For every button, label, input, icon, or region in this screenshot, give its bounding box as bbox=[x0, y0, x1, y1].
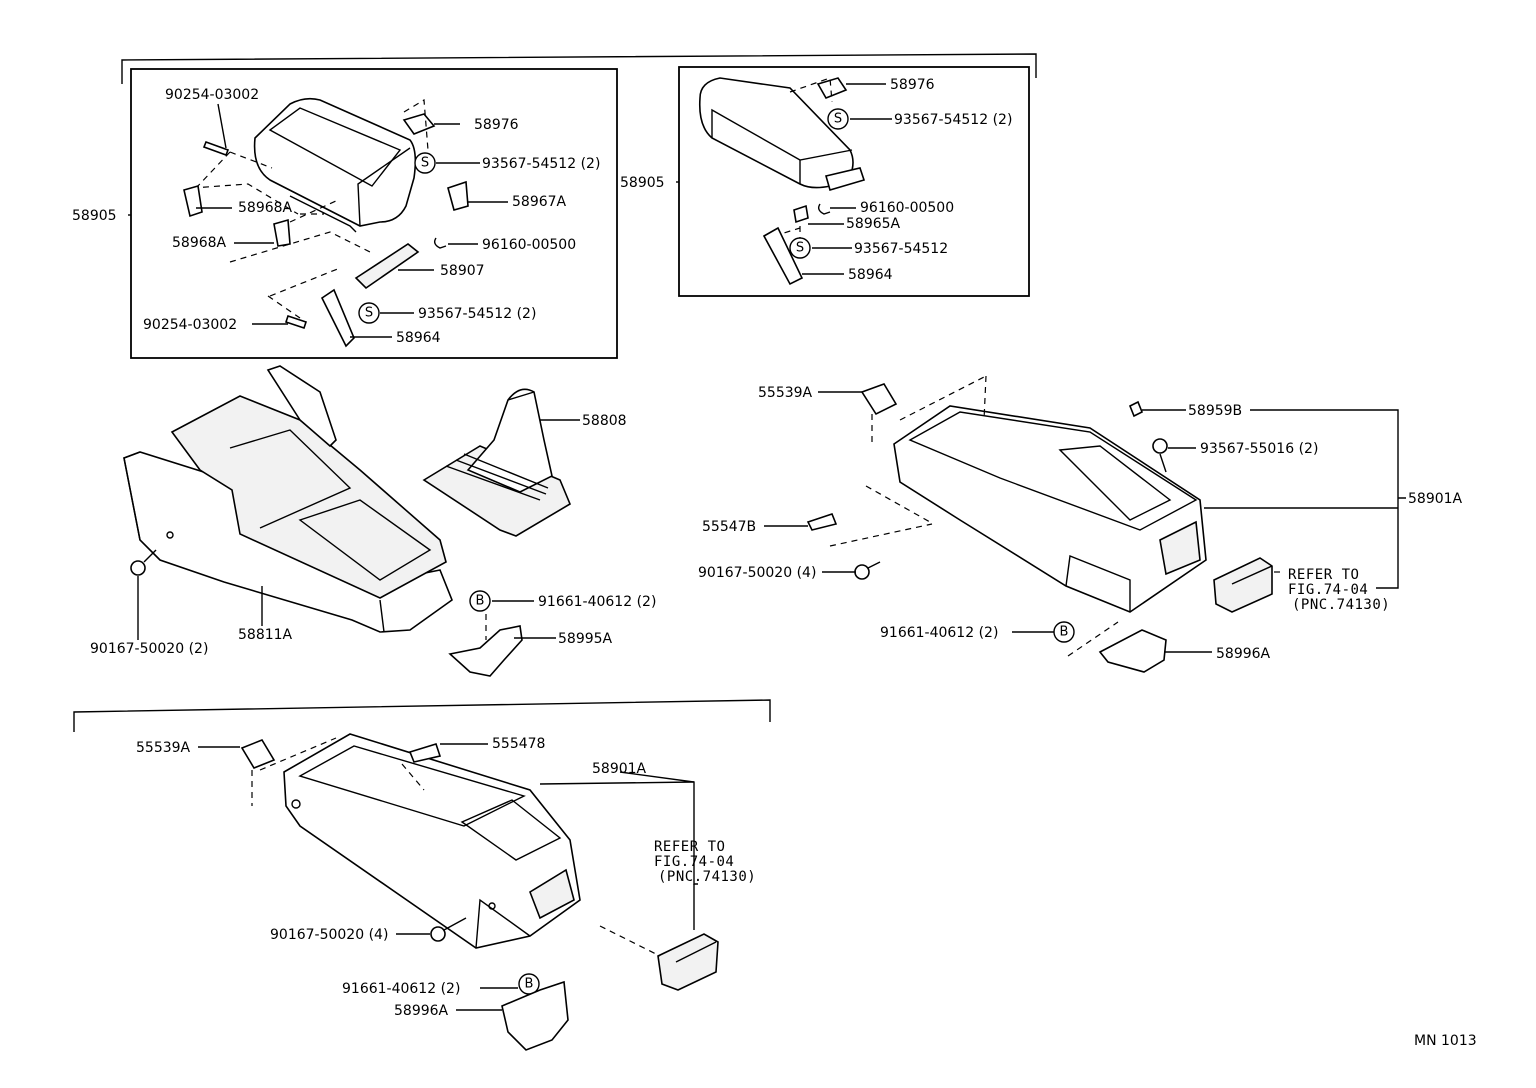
label-58996a-bottom: 58996A bbox=[394, 1003, 449, 1019]
shift-boot-58808 bbox=[422, 388, 572, 537]
s-symbol-label: S bbox=[834, 112, 842, 127]
bracket-58996a-bottom bbox=[501, 980, 569, 1051]
bracket-58967a bbox=[447, 180, 469, 211]
label-55547b-bottom: 555478 bbox=[492, 736, 545, 752]
bottom-group-bracket bbox=[73, 699, 771, 732]
s-symbol-label: S bbox=[421, 156, 429, 171]
b-symbol-main bbox=[469, 590, 491, 612]
label-hinge-b: 58968A bbox=[172, 235, 227, 251]
screw-90167-main bbox=[130, 549, 157, 576]
label-pin-top: 90254-03002 bbox=[165, 87, 259, 103]
pin-top bbox=[202, 140, 230, 157]
label-55547b-right: 55547B bbox=[702, 519, 756, 535]
b-symbol-label: B bbox=[1060, 625, 1069, 640]
label-refer-bottom-2: FIG.74-04 bbox=[654, 854, 734, 870]
label-90167-right: 90167-50020 (4) bbox=[698, 565, 816, 581]
label-55539a-right: 55539A bbox=[758, 385, 813, 401]
label-91661-main: 91661-40612 (2) bbox=[538, 594, 656, 610]
right-armrest-leaders bbox=[676, 83, 892, 275]
s-symbol-label: S bbox=[365, 306, 373, 321]
label-90167-bottom: 90167-50020 (4) bbox=[270, 927, 388, 943]
label-refer-right-1: REFER TO bbox=[1288, 567, 1359, 583]
s-symbol-right-bottom bbox=[789, 237, 811, 259]
clip-55539a-bottom bbox=[240, 737, 337, 806]
clip-58976-right bbox=[789, 77, 848, 103]
latch-58964-right bbox=[762, 226, 804, 286]
label-58905-right: 58905 bbox=[620, 175, 665, 191]
bracket-58996a-right bbox=[1067, 621, 1167, 673]
clip-55547b-bottom bbox=[401, 743, 442, 791]
label-58967a: 58967A bbox=[512, 194, 567, 210]
label-58964-right: 58964 bbox=[848, 267, 893, 283]
label-refer-right-2: FIG.74-04 bbox=[1288, 582, 1368, 598]
main-console-leaders bbox=[137, 419, 580, 640]
label-58808: 58808 bbox=[582, 413, 627, 429]
hinge-58968a-lower bbox=[273, 218, 291, 247]
label-screw-90167-main: 90167-50020 (2) bbox=[90, 641, 208, 657]
label-58964-left: 58964 bbox=[396, 330, 441, 346]
label-58901a-bottom: 58901A bbox=[592, 761, 647, 777]
plate-58907 bbox=[354, 243, 420, 290]
label-58995a: 58995A bbox=[558, 631, 613, 647]
b-symbol-label: B bbox=[476, 594, 485, 609]
right-armrest-lid bbox=[698, 77, 866, 191]
hinge-58968a-upper bbox=[183, 184, 203, 218]
right-console-leaders bbox=[764, 391, 1406, 653]
label-58907: 58907 bbox=[440, 263, 485, 279]
label-91661-bottom: 91661-40612 (2) bbox=[342, 981, 460, 997]
clip-96160-right bbox=[817, 203, 831, 215]
screw-90167-bottom bbox=[430, 917, 467, 942]
label-96160-right: 96160-00500 bbox=[860, 200, 954, 216]
label-screw-top-right: 93567-54512 (2) bbox=[894, 112, 1012, 128]
left-armrest-leaders bbox=[128, 103, 508, 338]
s-symbol-left-bottom bbox=[358, 302, 380, 324]
label-pin-bottom: 90254-03002 bbox=[143, 317, 237, 333]
label-refer-bottom-1: REFER TO bbox=[654, 839, 725, 855]
label-screw-bottom-left: 93567-54512 (2) bbox=[418, 306, 536, 322]
bracket-58995a bbox=[448, 614, 523, 677]
bottom-console-leaders bbox=[198, 743, 698, 1011]
label-58811a: 58811A bbox=[238, 627, 293, 643]
label-58965a: 58965A bbox=[846, 216, 901, 232]
clip-58976-left bbox=[402, 98, 436, 151]
label-58905-left: 58905 bbox=[72, 208, 117, 224]
label-55539a-bottom: 55539A bbox=[136, 740, 191, 756]
label-96160-left: 96160-00500 bbox=[482, 237, 576, 253]
s-symbol-label: S bbox=[796, 241, 804, 256]
screw-90167-right bbox=[854, 561, 881, 580]
clip-96160-left bbox=[433, 237, 447, 249]
label-screw-single-right: 93567-54512 bbox=[854, 241, 948, 257]
label-58996a-right: 58996A bbox=[1216, 646, 1271, 662]
clip-55547b-right bbox=[806, 485, 933, 547]
label-58959b: 58959B bbox=[1188, 403, 1242, 419]
s-symbol-right-top bbox=[827, 108, 849, 130]
b-symbol-label: B bbox=[525, 977, 534, 992]
label-screw-top-left: 93567-54512 (2) bbox=[482, 156, 600, 172]
console-body-58811a bbox=[123, 365, 453, 633]
top-group-bracket bbox=[121, 53, 1037, 84]
label-hinge-a: 58968A bbox=[238, 200, 293, 216]
diagram-id: MN 1013 bbox=[1414, 1033, 1477, 1049]
latch-58964-left bbox=[320, 288, 355, 348]
label-refer-right-3: (PNC.74130) bbox=[1292, 597, 1390, 613]
clip-58965a bbox=[793, 204, 809, 224]
cap-58959b bbox=[1128, 400, 1144, 418]
left-armrest-frame bbox=[130, 68, 618, 359]
label-58901a-right: 58901A bbox=[1408, 491, 1463, 507]
label-refer-bottom-3: (PNC.74130) bbox=[658, 869, 756, 885]
label-58976-left: 58976 bbox=[474, 117, 519, 133]
switch-refer-bottom bbox=[599, 925, 719, 991]
label-93567-right: 93567-55016 (2) bbox=[1200, 441, 1318, 457]
switch-refer-right bbox=[1213, 557, 1273, 613]
s-symbol-left-top bbox=[414, 152, 436, 174]
console-body-58901a-right bbox=[893, 405, 1207, 613]
pin-bottom bbox=[284, 314, 308, 330]
label-91661-right: 91661-40612 (2) bbox=[880, 625, 998, 641]
label-58976-right: 58976 bbox=[890, 77, 935, 93]
console-body-58901a-bottom bbox=[283, 733, 581, 949]
screw-93567-right bbox=[1152, 438, 1168, 473]
left-armrest-lid bbox=[253, 97, 417, 233]
clip-55539a-right bbox=[860, 375, 987, 444]
